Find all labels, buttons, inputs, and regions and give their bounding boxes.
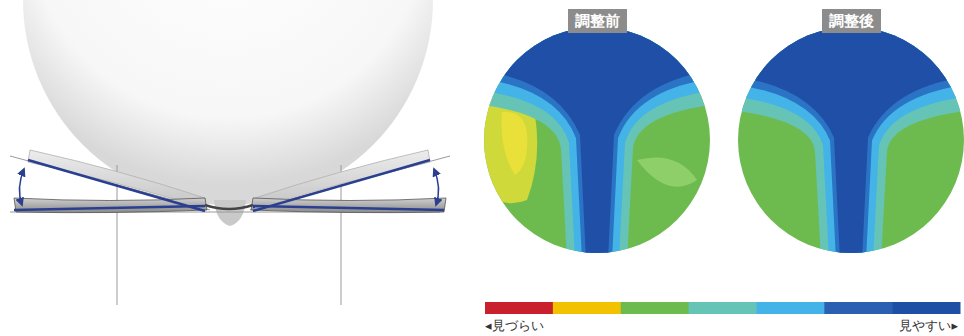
label-box: 調整後 <box>822 9 881 33</box>
scale-segment <box>689 302 757 314</box>
lens-axes <box>14 160 444 211</box>
label-box: 調整前 <box>568 9 627 33</box>
guide-lines <box>10 156 450 305</box>
scale-segment <box>756 302 824 314</box>
lens-after <box>251 198 446 213</box>
lens-after <box>14 198 207 213</box>
scale-segment <box>824 302 892 314</box>
scale-label: 見やすい▸ <box>899 318 958 334</box>
heatmap-before <box>477 20 717 260</box>
box-title: 調整前 <box>575 12 620 30</box>
heatmap-after <box>731 20 964 260</box>
color-scale <box>485 302 961 314</box>
tilt-arrows <box>19 169 438 205</box>
scale-segment <box>892 302 960 314</box>
scale-segment <box>485 302 553 314</box>
scale-segment <box>621 302 689 314</box>
scale-label: ◂見づらい <box>485 318 544 334</box>
box-title: 調整後 <box>829 12 874 30</box>
scale-segment <box>553 302 621 314</box>
cornea <box>214 200 246 226</box>
bridge <box>205 205 253 209</box>
